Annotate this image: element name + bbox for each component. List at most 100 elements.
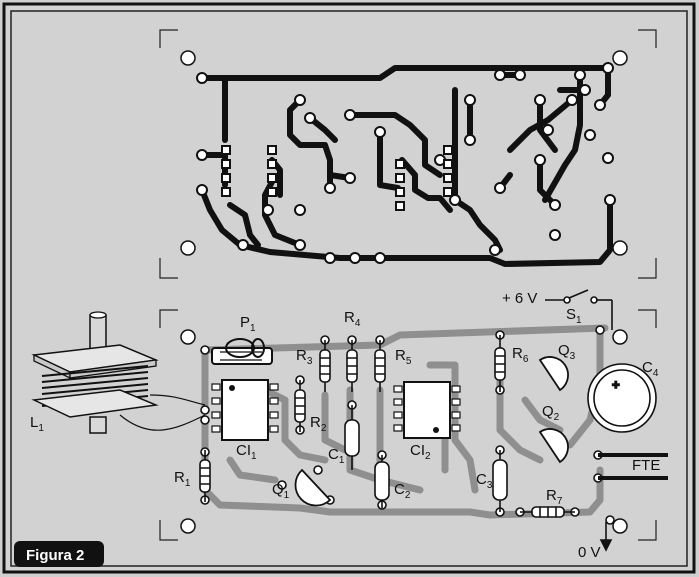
figure-caption-badge [14,541,104,567]
component-label-q3: Q3 [558,342,576,362]
component-subscript: 1 [38,423,44,434]
resistor-r7 [520,506,575,518]
transistor-q1 [294,468,332,507]
component-ref: R [344,309,355,326]
component-label-r2: R2 [310,414,327,434]
component-label-r6: R6 [512,345,529,365]
component-label-ci1: CI1 [236,442,257,462]
inner-frame [10,10,688,567]
component-label-c1: C1 [328,446,345,466]
component-subscript: 1 [251,451,257,462]
component-ref: R [512,345,523,362]
trimmer-p1 [211,338,273,365]
component-subscript: 1 [185,478,191,489]
bottom-pcb-pads [200,325,615,525]
component-label-r5: R5 [395,347,412,367]
component-ref: R [395,347,406,364]
component-ref: Q [542,403,554,420]
transistor-q2 [538,428,569,464]
bottom-pcb: + [31,289,668,552]
component-label-c2: C2 [394,481,411,501]
component-ref: C [328,446,339,463]
resistor-r1 [199,450,211,502]
component-label-l1: L1 [30,414,44,434]
component-label-c4: C4 [642,359,659,379]
resistor-r3 [319,340,331,392]
component-subscript: 2 [321,423,327,434]
component-subscript: 1 [339,455,345,466]
component-ref: CI [410,442,425,459]
top-pcb-pads [196,62,616,264]
component-label-r1: R1 [174,469,191,489]
component-ref: R [546,487,557,504]
ic-ci1 [211,379,279,441]
component-subscript: 1 [284,490,290,501]
component-label-r3: R3 [296,347,313,367]
bottom-pcb-corner-marks [159,309,657,541]
top-pcb [159,29,657,279]
connector-label: FTE [632,457,660,474]
component-ref: C [394,481,405,498]
component-subscript: 3 [570,351,576,362]
component-label-s1: S1 [566,306,582,326]
capacitors: + [344,363,657,512]
supply-ground-label: 0 V [578,544,601,561]
figure-caption: Figura 2 [26,547,84,564]
component-ref: C [476,471,487,488]
component-label-q2: Q2 [542,403,560,423]
component-ref: L [30,414,38,431]
component-subscript: 6 [523,354,529,365]
component-subscript: 4 [355,318,361,329]
component-label-r4: R4 [344,309,361,329]
component-subscript: 2 [405,490,411,501]
ground-arrow [599,522,613,552]
ic-ci2 [393,381,461,439]
component-ref: S [566,306,576,323]
capacitor-c4: + [587,363,657,433]
capacitor-c3 [492,450,508,512]
resistor-r2 [294,380,306,432]
top-pcb-mounting-holes [180,50,628,256]
component-label-ci2: CI2 [410,442,431,462]
component-ref: R [174,469,185,486]
inductor-l1 [31,311,206,434]
component-subscript: 1 [250,323,256,334]
top-pcb-corner-marks [159,29,657,279]
resistor-r6 [494,335,506,392]
component-label-c3: C3 [476,471,493,491]
resistors [199,335,575,518]
component-label-q1: Q1 [272,481,290,501]
component-subscript: 5 [406,356,412,367]
component-ref: Q [558,342,570,359]
bottom-pcb-mounting-holes [180,329,628,534]
component-subscript: 4 [653,368,659,379]
capacitor-c1 [344,405,360,470]
component-ref: R [296,347,307,364]
fte-connector-leads [598,453,668,480]
resistor-r5 [374,340,386,392]
component-label-p1: P1 [240,314,256,334]
component-label-r7: R7 [546,487,563,507]
component-subscript: 7 [557,496,563,507]
component-subscript: 2 [425,451,431,462]
top-pcb-ic-pads [221,145,453,211]
transistors [294,356,569,507]
switch-s1 [545,289,613,330]
transistor-q3 [538,356,569,392]
component-subscript: 2 [554,412,560,423]
resistor-r4 [346,340,358,392]
component-ref: Q [272,481,284,498]
component-ref: C [642,359,653,376]
capacitor-c2 [374,455,390,508]
component-subscript: 3 [487,480,493,491]
supply-positive-label: + 6 V [502,290,537,307]
svg-text:+: + [612,377,620,392]
component-ref: CI [236,442,251,459]
component-ref: P [240,314,250,331]
component-subscript: 3 [307,356,313,367]
component-subscript: 1 [576,315,582,326]
component-ref: R [310,414,321,431]
